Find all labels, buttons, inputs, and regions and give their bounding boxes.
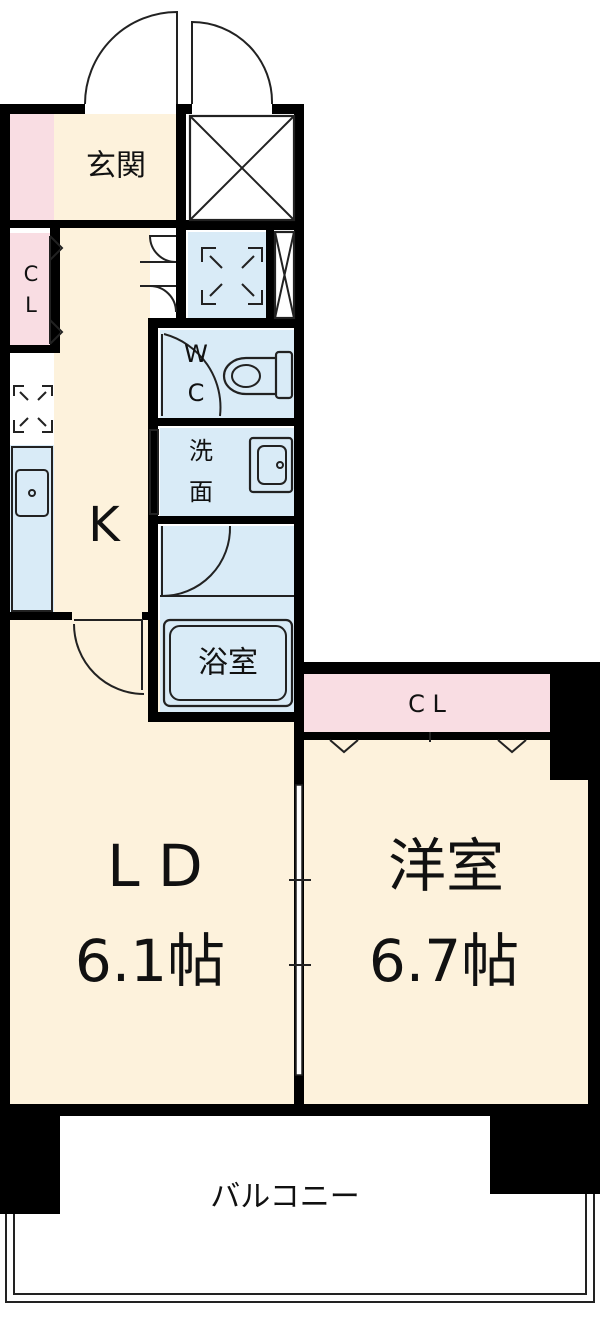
bedroom-name-label: 洋室 — [388, 832, 504, 900]
wc-door[interactable] — [161, 333, 222, 417]
closet-bedroom-label: C L — [408, 690, 446, 718]
closet-bedroom-floor — [304, 674, 550, 732]
closet-small-door[interactable] — [49, 235, 64, 345]
bedroom-size-label: 6.7帖 — [369, 927, 519, 995]
senmen-door[interactable] — [149, 429, 159, 515]
bath-door[interactable] — [160, 525, 294, 597]
senmen-floor — [160, 428, 294, 518]
closet-small-label-line2: L — [25, 293, 37, 317]
genkan-floor — [54, 114, 180, 220]
bedroom-floor — [304, 740, 590, 1105]
ld-door[interactable] — [73, 619, 145, 695]
wc-label-line2: C — [188, 379, 205, 407]
pipe-shaft-icon — [188, 114, 296, 320]
walls — [0, 104, 600, 1214]
kitchen-counter — [10, 445, 54, 613]
closet-small-floor — [10, 233, 50, 347]
refrigerator-icon — [13, 385, 53, 433]
wc-floor — [160, 330, 294, 420]
kitchen-label: K — [88, 497, 121, 553]
closet-bedroom-door[interactable] — [329, 732, 527, 754]
sink-icon — [11, 446, 53, 612]
balcony-outline — [5, 1194, 595, 1303]
entrance-door[interactable] — [84, 10, 274, 105]
toilet-icon — [222, 350, 294, 400]
washbasin-icon — [248, 436, 294, 494]
wc-label-line1: W — [184, 340, 208, 368]
sliding-door[interactable] — [289, 784, 311, 1076]
senmen-label-line1: 洗 — [189, 437, 213, 465]
closet-small-label-line1: C — [24, 262, 39, 286]
bathtub — [162, 618, 294, 708]
washing-machine-icon — [201, 247, 263, 305]
senmen-label-line2: 面 — [189, 478, 213, 506]
laundry-floor — [188, 232, 266, 320]
laundry-door[interactable] — [140, 235, 177, 313]
genkan-label: 玄関 — [86, 149, 146, 184]
corridor-floor — [54, 220, 150, 620]
ld-size-label: 6.1帖 — [75, 927, 225, 995]
ld-name-label: L D — [107, 832, 202, 900]
balcony-label: バルコニー — [210, 1180, 359, 1215]
genkan-closet-floor — [10, 114, 54, 220]
bath-label: 浴室 — [198, 646, 258, 681]
